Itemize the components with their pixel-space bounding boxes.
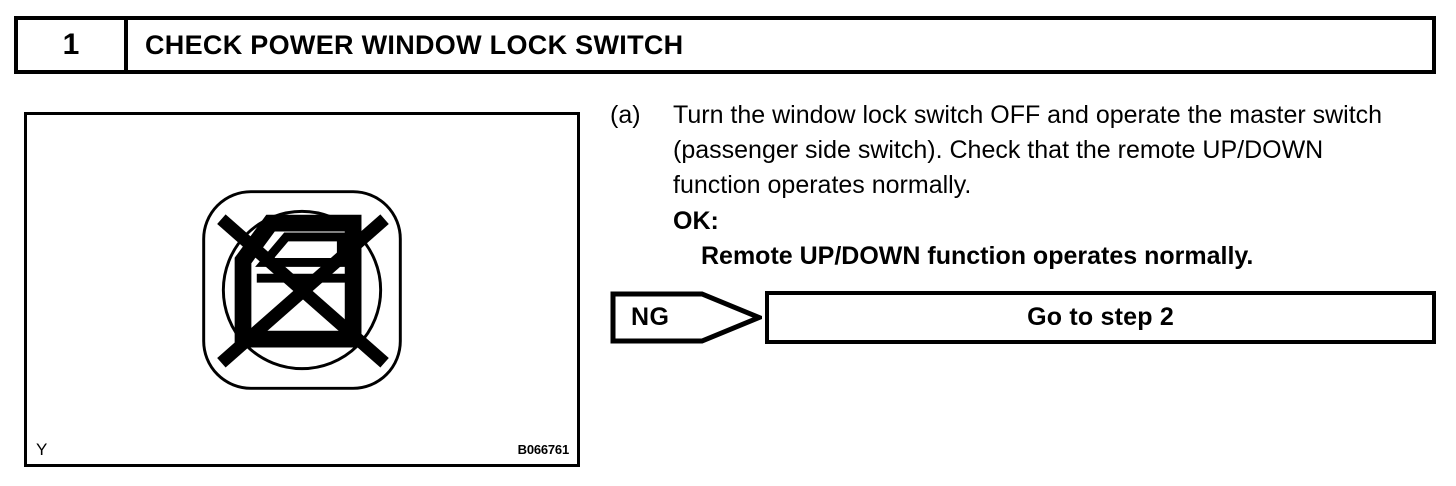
step-title-cell: CHECK POWER WINDOW LOCK SWITCH	[128, 20, 1432, 70]
figure-caption-left: Y	[36, 440, 48, 459]
step-title: CHECK POWER WINDOW LOCK SWITCH	[145, 29, 684, 60]
figure-panel: Y B066761	[24, 112, 580, 467]
figure-id: B066761	[517, 442, 570, 457]
instruction-marker: (a)	[610, 101, 641, 129]
window-lock-switch-icon	[202, 190, 402, 390]
step-header: 1 CHECK POWER WINDOW LOCK SWITCH	[14, 16, 1436, 74]
result-action-label: Go to step 2	[1027, 303, 1174, 331]
step-number: 1	[62, 28, 80, 61]
arrow-right-icon	[610, 291, 762, 344]
result-action-box: Go to step 2	[765, 291, 1436, 344]
step-number-cell: 1	[18, 20, 128, 70]
instruction-item: (a) Turn the window lock switch OFF and …	[610, 98, 1440, 203]
ng-label: NG	[631, 303, 670, 331]
ok-label: OK:	[673, 207, 719, 235]
result-row: NG Go to step 2	[610, 291, 1436, 344]
ng-arrow: NG	[610, 291, 762, 344]
instructions-block: (a) Turn the window lock switch OFF and …	[610, 98, 1440, 274]
ok-criteria: Remote UP/DOWN function operates normall…	[701, 242, 1254, 270]
instruction-text: Turn the window lock switch OFF and oper…	[673, 101, 1383, 199]
